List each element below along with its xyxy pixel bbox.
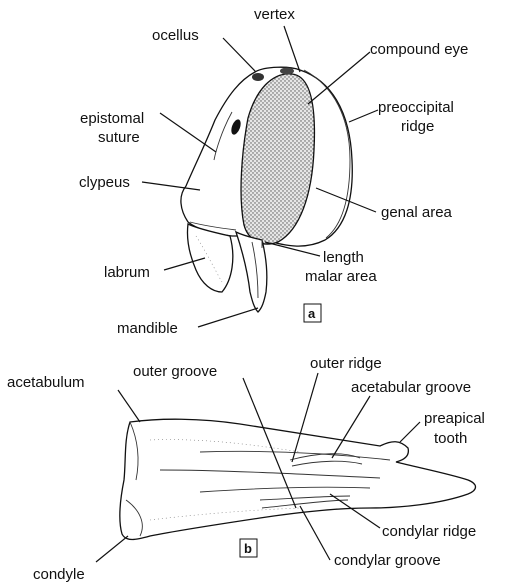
label-epistomal-1: epistomal <box>80 110 144 127</box>
label-preoccipital-2: ridge <box>401 118 434 135</box>
label-genal-area: genal area <box>381 204 453 221</box>
label-compound-eye: compound eye <box>370 41 468 58</box>
label-epistomal-2: suture <box>98 129 140 146</box>
panel-b-tag: b <box>244 541 252 556</box>
label-preapical-1: preapical <box>424 410 485 427</box>
leader-preapical <box>400 422 420 442</box>
label-ocellus: ocellus <box>152 27 199 44</box>
leader-mandible <box>198 308 258 327</box>
label-acetabular-groove: acetabular groove <box>351 379 471 396</box>
label-malar-area: malar area <box>305 268 377 285</box>
label-condyle: condyle <box>33 566 85 583</box>
leader-acetabulum <box>118 390 140 422</box>
label-preoccipital-1: preoccipital <box>378 99 454 116</box>
label-condylar-ridge: condylar ridge <box>382 523 476 540</box>
ocellus-shape <box>252 73 264 81</box>
leader-epistomal <box>160 113 216 152</box>
leader-preoccipital <box>349 110 378 122</box>
panel-b-mandible-drawing <box>120 419 476 539</box>
leader-condyle <box>96 536 128 562</box>
leader-vertex <box>284 26 300 72</box>
label-condylar-groove: condylar groove <box>334 552 441 569</box>
label-outer-groove: outer groove <box>133 363 217 380</box>
label-mandible: mandible <box>117 320 178 337</box>
panel-a-tag: a <box>308 306 316 321</box>
label-length: length <box>323 249 364 266</box>
label-outer-ridge: outer ridge <box>310 355 382 372</box>
label-acetabulum: acetabulum <box>7 374 85 391</box>
mandible-outline <box>120 419 476 539</box>
label-labrum: labrum <box>104 264 150 281</box>
vertex-bump <box>280 68 294 75</box>
label-preapical-2: tooth <box>434 430 467 447</box>
leader-condylar-groove <box>300 506 330 560</box>
label-vertex: vertex <box>254 6 295 23</box>
label-clypeus: clypeus <box>79 174 130 191</box>
leader-ocellus <box>223 38 256 72</box>
